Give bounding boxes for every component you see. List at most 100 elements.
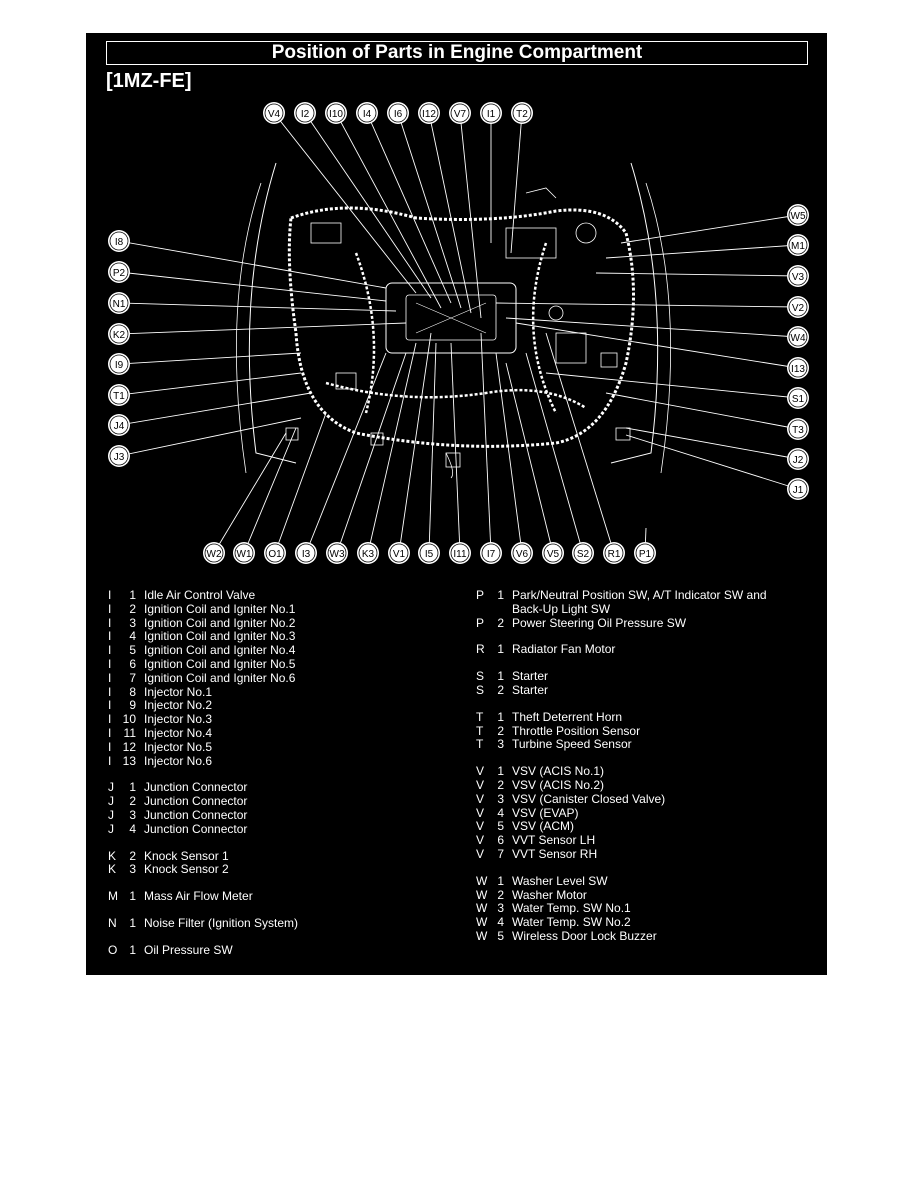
callout-ring bbox=[109, 446, 129, 466]
legend-number: 12 bbox=[122, 739, 136, 754]
callout-right_labels-5: I13 bbox=[787, 357, 809, 379]
legend-description: Washer Motor bbox=[512, 887, 587, 902]
legend-letter: I bbox=[108, 601, 112, 616]
legend-number: 3 bbox=[497, 791, 504, 806]
legend-description: Junction Connector bbox=[144, 821, 248, 836]
legend-description: Throttle Position Sensor bbox=[512, 723, 641, 738]
callout-left_labels-1: P2 bbox=[108, 261, 130, 283]
leader-line-right_labels-6 bbox=[545, 372, 799, 399]
callout-ring bbox=[573, 543, 593, 563]
legend-letter: S bbox=[476, 683, 485, 697]
legend-description: Ignition Coil and Igniter No.4 bbox=[144, 643, 296, 658]
callout-text: V1 bbox=[393, 549, 406, 560]
callout-circle bbox=[264, 542, 286, 564]
callout-bottom_labels-0: W2 bbox=[203, 542, 225, 564]
callout-bottom_labels-9: I7 bbox=[480, 542, 502, 564]
callout-text: V2 bbox=[792, 303, 805, 314]
callout-circle bbox=[294, 102, 316, 124]
callout-text: W4 bbox=[791, 333, 806, 344]
legend-number: 1 bbox=[129, 889, 136, 904]
callout-top_labels-0: V4 bbox=[263, 102, 285, 124]
legend-number: 6 bbox=[129, 657, 136, 671]
leader-line-bottom_labels-3 bbox=[305, 352, 387, 554]
callout-top_labels-1: I2 bbox=[294, 102, 316, 124]
callout-right_labels-8: J2 bbox=[787, 448, 809, 470]
legend-letter: W bbox=[476, 887, 488, 902]
leader-line-left_labels-1 bbox=[118, 271, 387, 302]
legend-letter: I bbox=[108, 629, 112, 644]
legend-number: 2 bbox=[129, 601, 136, 616]
callout-ring bbox=[388, 103, 408, 123]
legend-number: 5 bbox=[497, 929, 504, 943]
callout-left_labels-7: J3 bbox=[108, 445, 130, 467]
callout-top_labels-5: I12 bbox=[418, 102, 440, 124]
legend-description: Oil Pressure SW bbox=[144, 942, 233, 957]
leader-line-top_labels-8 bbox=[510, 112, 523, 254]
callout-circle bbox=[511, 542, 533, 564]
callout-left_labels-3: K2 bbox=[108, 323, 130, 345]
callout-text: J2 bbox=[793, 455, 804, 466]
callout-ring bbox=[481, 103, 501, 123]
legend-number: 1 bbox=[497, 588, 504, 602]
callout-text: P2 bbox=[113, 268, 126, 279]
callout-ring bbox=[109, 354, 129, 374]
leader-line-top_labels-4 bbox=[397, 112, 462, 309]
callout-circle bbox=[108, 261, 130, 283]
callout-circle bbox=[787, 234, 809, 256]
callout-ring bbox=[788, 419, 808, 439]
callout-top_labels-6: V7 bbox=[449, 102, 471, 124]
legend-description: Mass Air Flow Meter bbox=[144, 889, 253, 904]
legend-number: 1 bbox=[129, 780, 136, 795]
callout-text: I7 bbox=[487, 549, 496, 560]
callout-text: K2 bbox=[113, 330, 126, 341]
legend-description: Washer Level SW bbox=[512, 873, 608, 888]
callout-bottom_labels-3: I3 bbox=[295, 542, 317, 564]
callout-circle bbox=[108, 445, 130, 467]
leader-line-top_labels-1 bbox=[304, 112, 432, 299]
leader-line-right_labels-0 bbox=[620, 214, 799, 244]
callout-circle bbox=[108, 353, 130, 375]
leader-line-left_labels-4 bbox=[118, 352, 302, 365]
callout-bottom_labels-1: W1 bbox=[233, 542, 255, 564]
legend-letter: I bbox=[108, 739, 112, 754]
legend-description: Ignition Coil and Igniter No.5 bbox=[144, 657, 296, 671]
callout-circle bbox=[787, 478, 809, 500]
callout-bottom_labels-8: I11 bbox=[449, 542, 471, 564]
callout-bottom_labels-11: V5 bbox=[542, 542, 564, 564]
legend-letter: I bbox=[108, 643, 112, 658]
leader-lines bbox=[118, 112, 799, 554]
callout-circle bbox=[418, 542, 440, 564]
legend-letter: J bbox=[108, 808, 114, 822]
callout-text: I6 bbox=[394, 109, 403, 120]
legend-number: 3 bbox=[129, 808, 136, 822]
legend-number: 7 bbox=[497, 847, 504, 861]
leader-line-bottom_labels-2 bbox=[274, 412, 327, 554]
leader-line-top_labels-0 bbox=[273, 112, 417, 294]
legend-number: 4 bbox=[497, 805, 504, 820]
legend-letter: V bbox=[476, 805, 485, 820]
legend-letter: I bbox=[108, 712, 112, 727]
callout-right_labels-1: M1 bbox=[787, 234, 809, 256]
callout-ring bbox=[788, 449, 808, 469]
callout-text: I11 bbox=[453, 549, 467, 560]
callout-text: J4 bbox=[114, 421, 125, 432]
legend-letter: M bbox=[108, 889, 118, 904]
callout-ring bbox=[512, 543, 532, 563]
legend-description: Injector No.3 bbox=[144, 712, 213, 727]
callout-circle bbox=[108, 292, 130, 314]
callout-bottom_labels-12: S2 bbox=[572, 542, 594, 564]
callout-circle bbox=[108, 230, 130, 252]
legend-number: 11 bbox=[123, 726, 136, 740]
legend-description: Water Temp. SW No.1 bbox=[512, 901, 631, 916]
leader-line-left_labels-2 bbox=[118, 302, 397, 312]
legend-letter: W bbox=[476, 929, 488, 943]
legend-letter: P bbox=[476, 588, 485, 602]
legend-number: 1 bbox=[129, 916, 136, 930]
callout-ring bbox=[295, 103, 315, 123]
leader-line-right_labels-1 bbox=[605, 244, 799, 259]
leader-line-top_labels-2 bbox=[335, 112, 442, 309]
callout-text: I13 bbox=[791, 364, 805, 375]
leader-line-bottom_labels-9 bbox=[480, 332, 492, 554]
legend-letter: W bbox=[476, 915, 488, 930]
legend-description: Junction Connector bbox=[144, 780, 248, 795]
